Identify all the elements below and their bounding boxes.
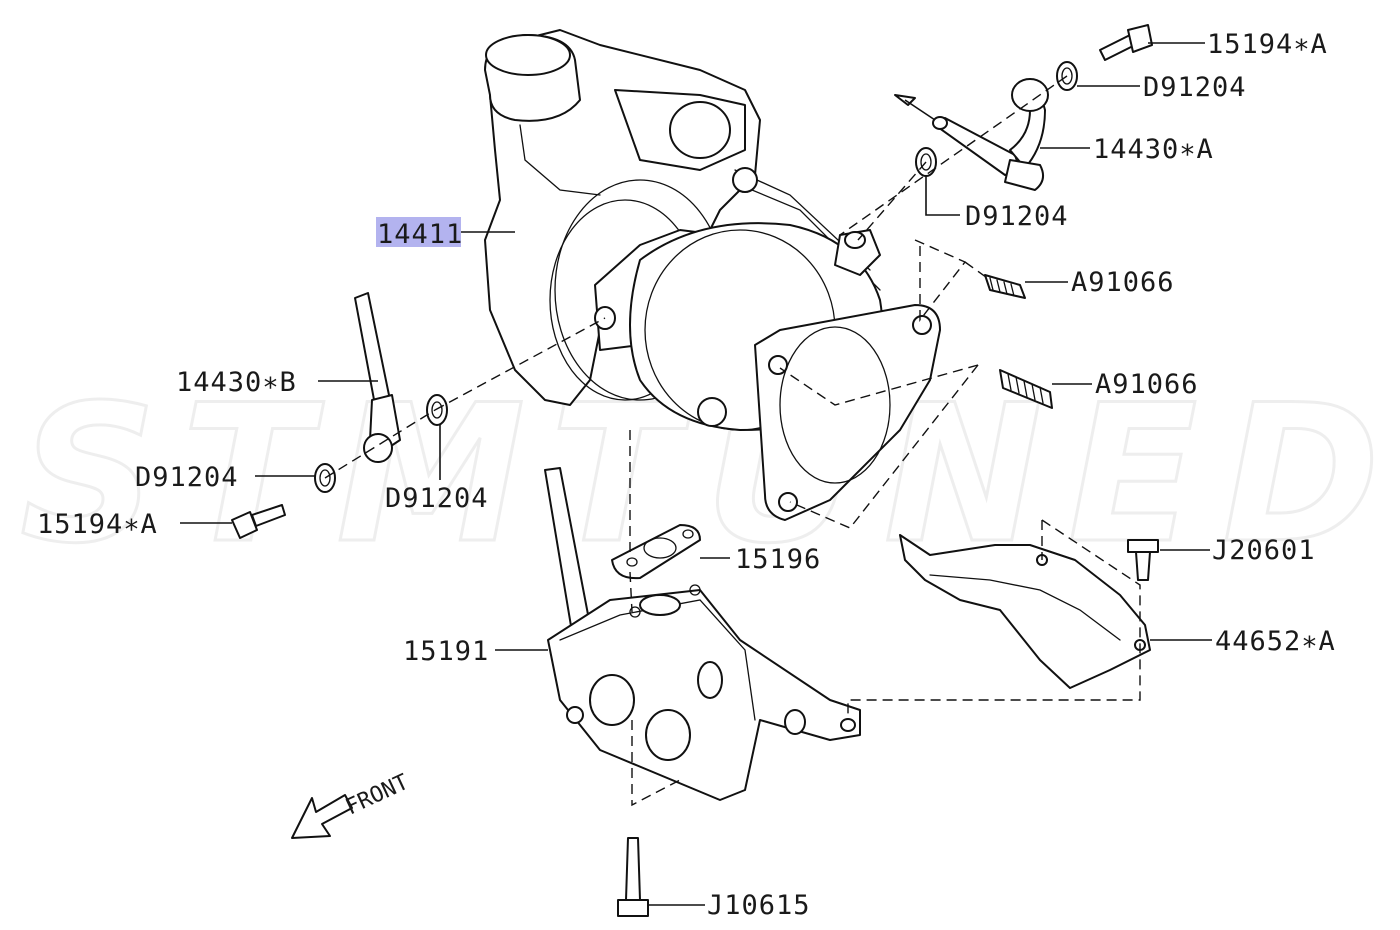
bolt-top-part[interactable] <box>1099 24 1153 61</box>
oil-pipe-a-part[interactable] <box>932 78 1049 191</box>
label-a91066-upper[interactable]: A91066 <box>1071 267 1175 298</box>
label-j10615[interactable]: J10615 <box>707 890 811 921</box>
oil-pipe-b-part[interactable] <box>354 292 401 463</box>
stud-lower-part[interactable] <box>999 369 1053 409</box>
bolt-heatshield-part[interactable] <box>1127 539 1159 581</box>
label-d91204-top-2[interactable]: D91204 <box>965 201 1069 232</box>
bolt-left-part[interactable] <box>231 504 286 539</box>
stud-upper-part[interactable] <box>984 274 1026 299</box>
highlight-14411 <box>376 217 461 247</box>
alignment-lines <box>324 75 1141 807</box>
label-44652-a[interactable]: 44652∗A <box>1215 626 1336 657</box>
exhaust-manifold-part[interactable] <box>544 467 861 801</box>
label-15194-a-top[interactable]: 15194∗A <box>1207 29 1328 60</box>
front-indicator: FRONT <box>291 770 413 839</box>
turbocharger-part[interactable] <box>484 29 941 521</box>
label-15196[interactable]: 15196 <box>735 544 821 575</box>
bolt-bottom-part[interactable] <box>617 837 649 917</box>
label-14430-b[interactable]: 14430∗B <box>176 367 297 398</box>
label-a91066-lower[interactable]: A91066 <box>1095 369 1199 400</box>
front-label: FRONT <box>342 770 413 821</box>
label-15194-a-left[interactable]: 15194∗A <box>37 509 158 540</box>
label-d91204-left-1[interactable]: D91204 <box>135 462 239 493</box>
washer-left-2-part[interactable] <box>426 394 448 426</box>
label-d91204-top-1[interactable]: D91204 <box>1143 72 1247 103</box>
label-14430-a[interactable]: 14430∗A <box>1093 134 1214 165</box>
gasket-part[interactable] <box>611 524 701 580</box>
label-j20601[interactable]: J20601 <box>1212 535 1316 566</box>
label-d91204-left-2[interactable]: D91204 <box>385 483 489 514</box>
label-14411[interactable]: 14411 <box>377 219 463 250</box>
front-arrow-icon <box>291 794 353 839</box>
leader-lines <box>180 42 1212 906</box>
label-15191[interactable]: 15191 <box>403 636 489 667</box>
